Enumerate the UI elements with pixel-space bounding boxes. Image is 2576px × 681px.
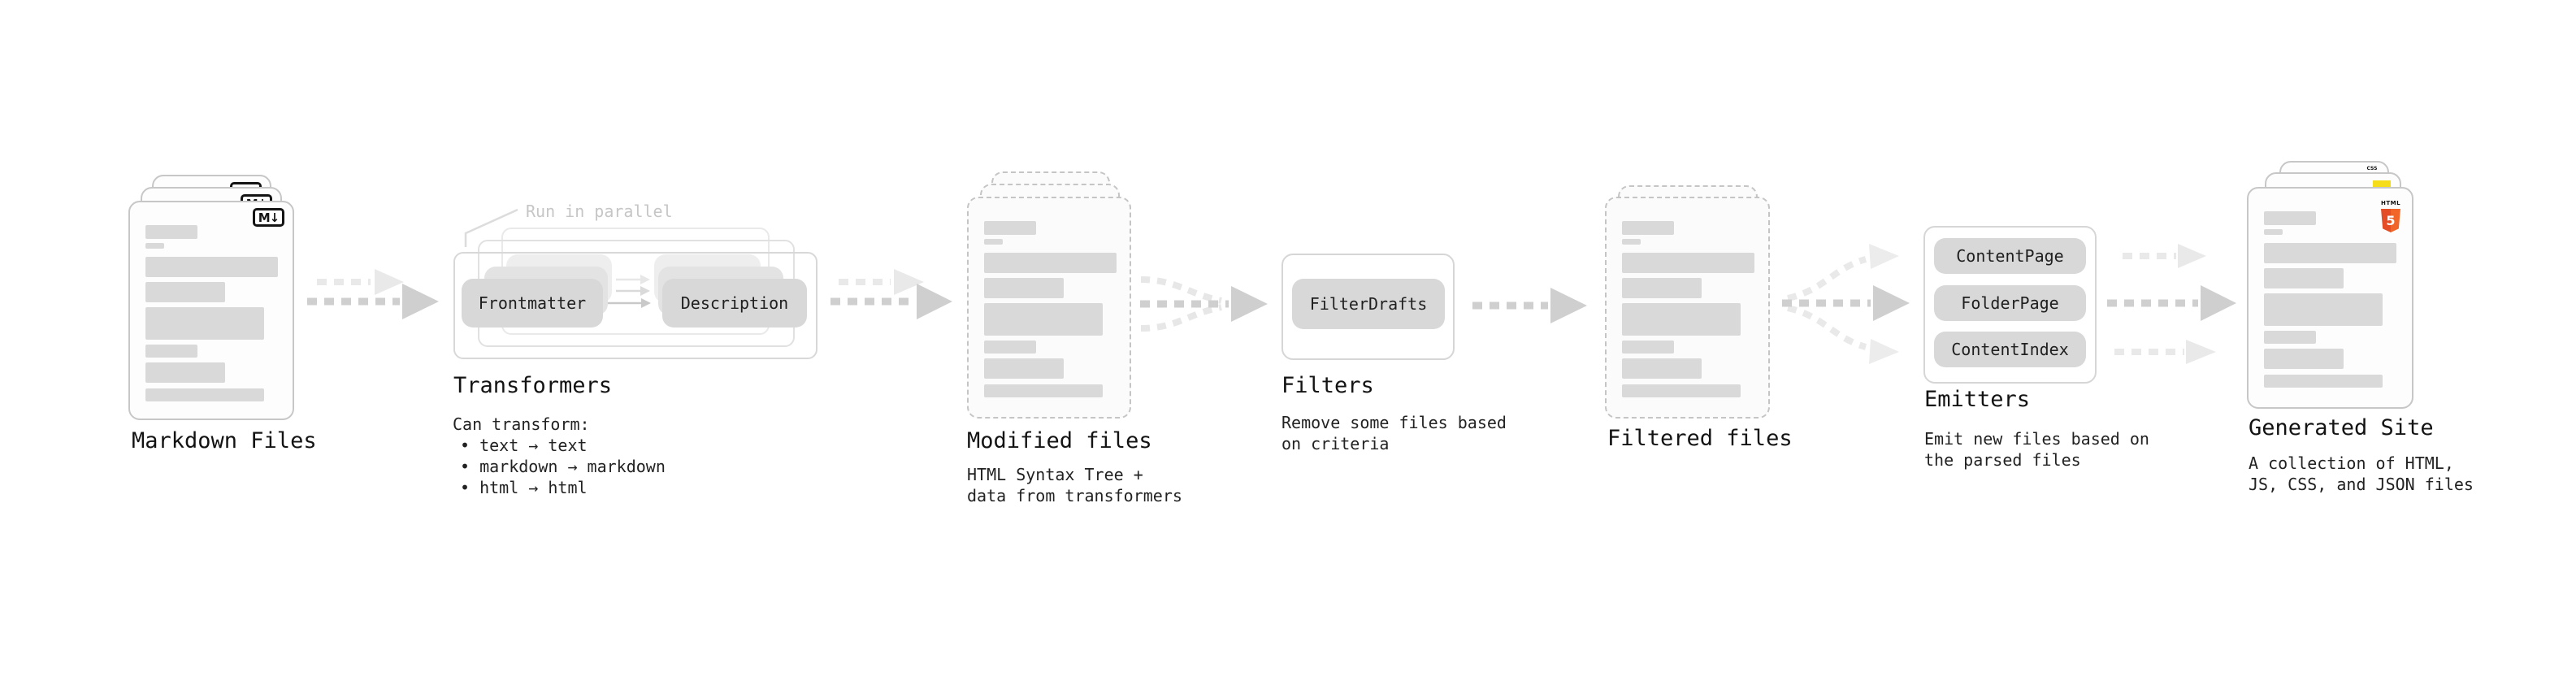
- emitters-description: Emit new files based on the parsed files: [1924, 429, 2149, 470]
- transformers-label: Transformers: [453, 373, 613, 398]
- arrow-transformers-to-modified-echo: [839, 269, 924, 295]
- arrow-filtered-to-emitters-fan-top: [1787, 244, 1899, 301]
- frontmatter-pill: Frontmatter: [462, 279, 603, 327]
- file-content-placeholder: [145, 225, 278, 401]
- bullet-item: • markdown → markdown: [460, 457, 666, 476]
- arrow-contentindex-to-site: [2114, 340, 2216, 364]
- site-file-card: HTML 5: [2247, 187, 2413, 409]
- javascript-icon: [2373, 180, 2391, 189]
- transformer-box: [453, 252, 817, 359]
- arrow-modified-to-filters-merge-top: [1140, 276, 1222, 304]
- arrow-filtered-to-emitters-fan-bottom: [1787, 305, 1899, 364]
- css-icon: CSS: [2365, 167, 2379, 175]
- folderpage-pill: FolderPage: [1934, 285, 2086, 321]
- modified-files-label: Modified files: [967, 428, 1152, 453]
- filtered-files-label: Filtered files: [1607, 426, 1793, 451]
- modified-file-card: [967, 197, 1131, 419]
- arrow-contentpage-to-site: [2123, 244, 2206, 268]
- generated-site-label: Generated Site: [2249, 415, 2434, 440]
- file-content-placeholder: [1622, 221, 1754, 397]
- contentpage-pill: ContentPage: [1934, 238, 2086, 274]
- markdown-icon: M↓: [253, 208, 284, 227]
- modified-files-description: HTML Syntax Tree + data from transformer…: [967, 465, 1182, 505]
- filtered-file-card: [1605, 197, 1770, 419]
- arrow-filtered-to-emitters: [1782, 285, 1910, 321]
- markdown-file-card: M↓: [128, 201, 294, 420]
- arrow-markdown-to-transformers-echo: [317, 269, 404, 295]
- emitters-label: Emitters: [1924, 387, 2031, 412]
- arrow-folderpage-to-site: [2107, 285, 2236, 321]
- filters-description: Remove some files based on criteria: [1281, 413, 1507, 453]
- file-content-placeholder: [2264, 211, 2396, 388]
- filterdrafts-pill: FilterDrafts: [1292, 279, 1445, 329]
- arrow-modified-to-filters: [1140, 286, 1268, 322]
- contentindex-pill: ContentIndex: [1934, 332, 2086, 367]
- arrow-markdown-to-transformers: [307, 284, 439, 319]
- arrow-modified-to-filters-merge-bottom: [1140, 304, 1222, 332]
- markdown-files-label: Markdown Files: [132, 428, 317, 453]
- transformers-subtitle: Can transform:: [453, 414, 590, 434]
- html5-icon: HTML 5: [2380, 193, 2401, 232]
- run-in-parallel-annotation: Run in parallel: [526, 202, 673, 221]
- arrow-filters-to-filtered: [1472, 288, 1587, 323]
- filters-label: Filters: [1281, 373, 1374, 398]
- transformers-bullet-list: • text → text • markdown → markdown • ht…: [460, 435, 666, 498]
- bullet-item: • html → html: [460, 478, 588, 497]
- generated-site-description: A collection of HTML, JS, CSS, and JSON …: [2249, 453, 2474, 494]
- file-content-placeholder: [984, 221, 1117, 397]
- arrow-transformers-to-modified: [830, 284, 952, 319]
- description-pill: Description: [662, 279, 807, 327]
- bullet-item: • text → text: [460, 436, 588, 455]
